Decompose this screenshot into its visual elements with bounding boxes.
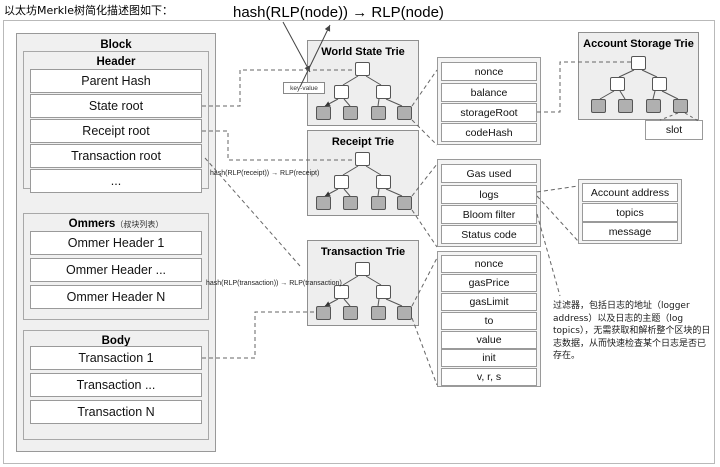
trie-leaf-node xyxy=(673,99,688,113)
field-bloom-filter[interactable]: Bloom filter xyxy=(441,205,537,224)
trie-leaf-node xyxy=(316,306,331,320)
field-topics[interactable]: topics xyxy=(582,203,678,222)
field-tx-to[interactable]: to xyxy=(441,312,537,330)
trie-root-node xyxy=(355,62,370,76)
intro-caption: 以太坊Merkle树简化描述图如下： xyxy=(4,4,173,17)
trie-leaf-node xyxy=(397,196,412,210)
field-slot[interactable]: slot xyxy=(645,120,703,140)
trie-leaf-node xyxy=(371,196,386,210)
trie-leaf-node xyxy=(618,99,633,113)
account-storage-trie-title: Account Storage Trie xyxy=(583,38,694,50)
field-ommer-header-1[interactable]: Ommer Header 1 xyxy=(30,231,202,255)
receipt-trie-title: Receipt Trie xyxy=(331,136,395,148)
trie-leaf-node xyxy=(316,106,331,120)
trie-branch-node xyxy=(376,175,391,189)
bloom-filter-note: 过滤器，包括日志的地址（logger address）以及日志的主题（log t… xyxy=(553,301,711,361)
field-tx-gas-price[interactable]: gasPrice xyxy=(441,274,537,292)
hash-rlp-node-formula: hash(RLP(node)) → RLP(node) xyxy=(233,4,444,21)
field-transaction-1[interactable]: Transaction 1 xyxy=(30,346,202,370)
block-title: Block xyxy=(100,39,132,51)
field-ommer-header-n[interactable]: Ommer Header N xyxy=(30,285,202,309)
ommers-subtitle: （叔块列表） xyxy=(115,220,164,229)
diagram-frame xyxy=(3,20,715,464)
body-title: Body xyxy=(101,335,131,347)
field-parent-hash[interactable]: Parent Hash xyxy=(30,69,202,93)
trie-branch-node xyxy=(376,285,391,299)
trie-leaf-node xyxy=(371,306,386,320)
trie-leaf-node xyxy=(591,99,606,113)
field-code-hash[interactable]: codeHash xyxy=(441,123,537,142)
header-title: Header xyxy=(96,56,136,68)
transaction-trie-title: Transaction Trie xyxy=(320,246,406,258)
trie-leaf-node xyxy=(343,106,358,120)
edge-label-transaction: hash(RLP(transaction)) → RLP(transaction… xyxy=(206,280,342,287)
trie-branch-node xyxy=(652,77,667,91)
trie-leaf-node xyxy=(343,306,358,320)
trie-leaf-node xyxy=(371,106,386,120)
trie-branch-node xyxy=(334,85,349,99)
field-state-root[interactable]: State root xyxy=(30,94,202,118)
trie-leaf-node xyxy=(397,306,412,320)
field-logs[interactable]: logs xyxy=(441,185,537,204)
trie-root-node xyxy=(355,152,370,166)
field-tx-nonce[interactable]: nonce xyxy=(441,255,537,273)
trie-branch-node xyxy=(610,77,625,91)
field-header-ellipsis[interactable]: ... xyxy=(30,169,202,193)
ommers-title-text: Ommers xyxy=(68,218,116,230)
field-transaction-root[interactable]: Transaction root xyxy=(30,144,202,168)
trie-branch-node xyxy=(334,175,349,189)
trie-branch-node xyxy=(376,85,391,99)
key-value-label: key-value xyxy=(283,82,325,94)
field-receipt-root[interactable]: Receipt root xyxy=(30,119,202,143)
field-tx-init[interactable]: init xyxy=(441,349,537,367)
field-storage-root[interactable]: storageRoot xyxy=(441,103,537,122)
trie-leaf-node xyxy=(646,99,661,113)
ommers-title: Ommers（叔块列表） xyxy=(24,218,208,230)
field-gas-used[interactable]: Gas used xyxy=(441,164,537,183)
field-ommer-header-mid[interactable]: Ommer Header ... xyxy=(30,258,202,282)
field-transaction-mid[interactable]: Transaction ... xyxy=(30,373,202,397)
field-tx-gas-limit[interactable]: gasLimit xyxy=(441,293,537,311)
trie-root-node xyxy=(355,262,370,276)
edge-label-receipt: hash(RLP(receipt)) → RLP(receipt) xyxy=(210,170,320,177)
field-account-address[interactable]: Account address xyxy=(582,183,678,202)
field-transaction-n[interactable]: Transaction N xyxy=(30,400,202,424)
world-state-trie-title: World State Trie xyxy=(321,46,405,58)
field-message[interactable]: message xyxy=(582,222,678,241)
field-balance[interactable]: balance xyxy=(441,83,537,102)
field-status-code[interactable]: Status code xyxy=(441,225,537,244)
trie-leaf-node xyxy=(397,106,412,120)
field-tx-value[interactable]: value xyxy=(441,331,537,349)
trie-root-node xyxy=(631,56,646,70)
field-tx-vrs[interactable]: v, r, s xyxy=(441,368,537,386)
trie-leaf-node xyxy=(316,196,331,210)
trie-branch-node xyxy=(334,285,349,299)
field-nonce[interactable]: nonce xyxy=(441,62,537,81)
trie-leaf-node xyxy=(343,196,358,210)
